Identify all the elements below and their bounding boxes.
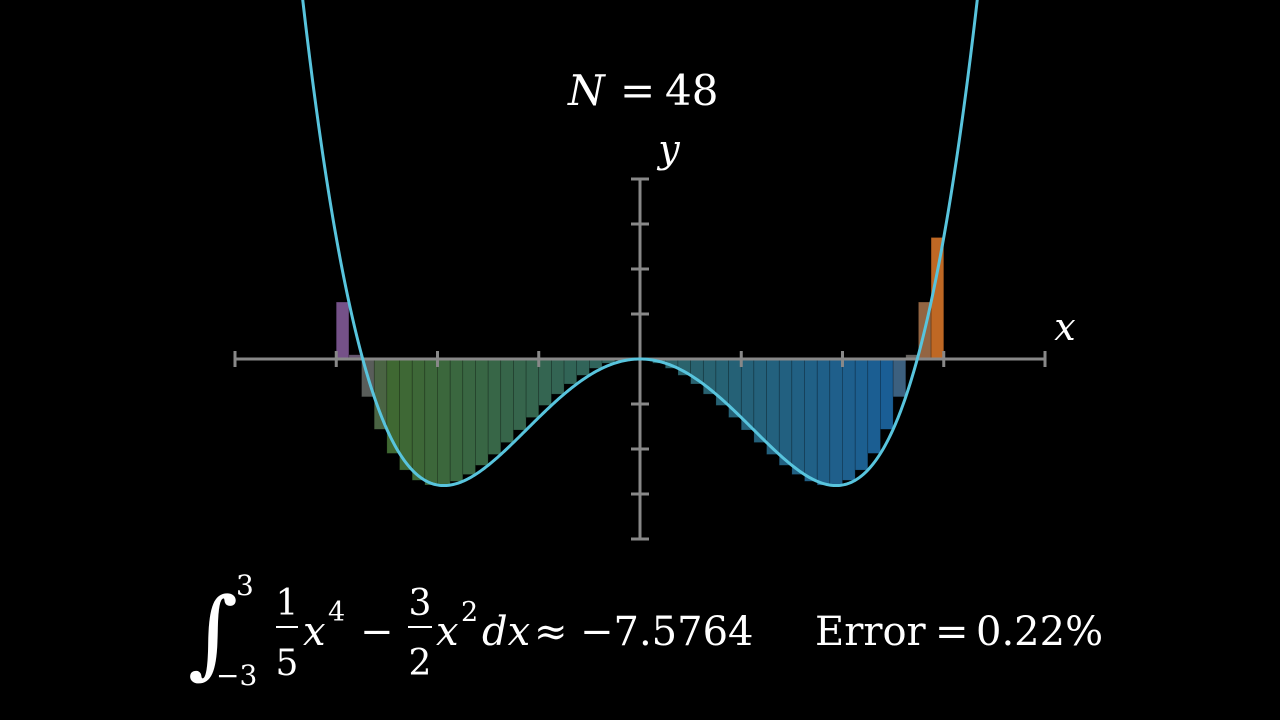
riemann-rectangle	[437, 358, 451, 486]
riemann-rectangle	[538, 358, 552, 406]
riemann-rectangle	[500, 358, 514, 443]
riemann-rectangle	[487, 358, 502, 455]
riemann-rectangle	[449, 358, 464, 482]
riemann-rectangle	[525, 358, 540, 418]
integral-result: −7.5764	[580, 609, 753, 655]
integral-lower-limit: −3	[216, 659, 257, 692]
term2-variable: x	[436, 609, 459, 655]
fraction2-numerator: 3	[409, 583, 432, 624]
error-readout: Error = 0.22%	[815, 609, 1103, 655]
term2-exponent: 2	[461, 597, 478, 628]
riemann-rectangle	[766, 358, 780, 455]
error-label: Error	[815, 609, 927, 655]
fraction2-denominator: 2	[409, 643, 432, 684]
riemann-rectangle	[804, 358, 818, 482]
riemann-rectangle	[513, 358, 527, 431]
riemann-rectangle	[335, 301, 350, 360]
n-equals: =	[620, 66, 655, 115]
approx-sign: ≈	[534, 609, 568, 655]
riemann-rectangle	[399, 358, 413, 471]
riemann-rectangle	[778, 358, 793, 466]
rectangle-count-header: N = 48	[567, 66, 718, 115]
riemann-rectangle	[551, 358, 565, 395]
riemann-rectangles	[335, 237, 945, 486]
riemann-rectangle	[373, 358, 388, 430]
n-label: N	[567, 66, 606, 115]
riemann-rectangle	[563, 358, 578, 385]
riemann-rectangle	[854, 358, 869, 471]
y-axis-label: y	[656, 127, 680, 171]
riemann-rectangle	[842, 358, 856, 481]
integral-formula: ∫ 3 −3 1 5 x 4 − 3 2 x 2 dx ≈ −7.5764	[188, 569, 753, 692]
riemann-rectangle	[411, 358, 426, 481]
riemann-rectangle	[791, 358, 805, 475]
minus-sign: −	[360, 609, 394, 655]
integral-upper-limit: 3	[236, 569, 254, 602]
riemann-rectangle	[475, 358, 489, 466]
riemann-rectangle	[816, 358, 831, 486]
riemann-rectangle	[424, 358, 438, 486]
term1-exponent: 4	[328, 597, 345, 628]
riemann-rectangle	[576, 358, 590, 376]
fraction1-numerator: 1	[276, 583, 299, 624]
function-curve	[301, 0, 979, 488]
riemann-rectangle	[892, 358, 907, 398]
fraction1-denominator: 5	[276, 643, 299, 684]
riemann-rectangle	[462, 358, 476, 475]
riemann-rectangle	[867, 358, 881, 454]
error-equals: =	[935, 609, 969, 655]
error-value: 0.22%	[976, 609, 1103, 655]
differential-dx: dx	[482, 609, 530, 655]
integral-sign: ∫	[188, 577, 238, 689]
term1-variable: x	[303, 609, 326, 655]
riemann-rectangle	[880, 358, 894, 430]
riemann-rectangle	[829, 358, 843, 486]
n-value: 48	[665, 66, 718, 115]
x-axis-label: x	[1054, 305, 1075, 349]
